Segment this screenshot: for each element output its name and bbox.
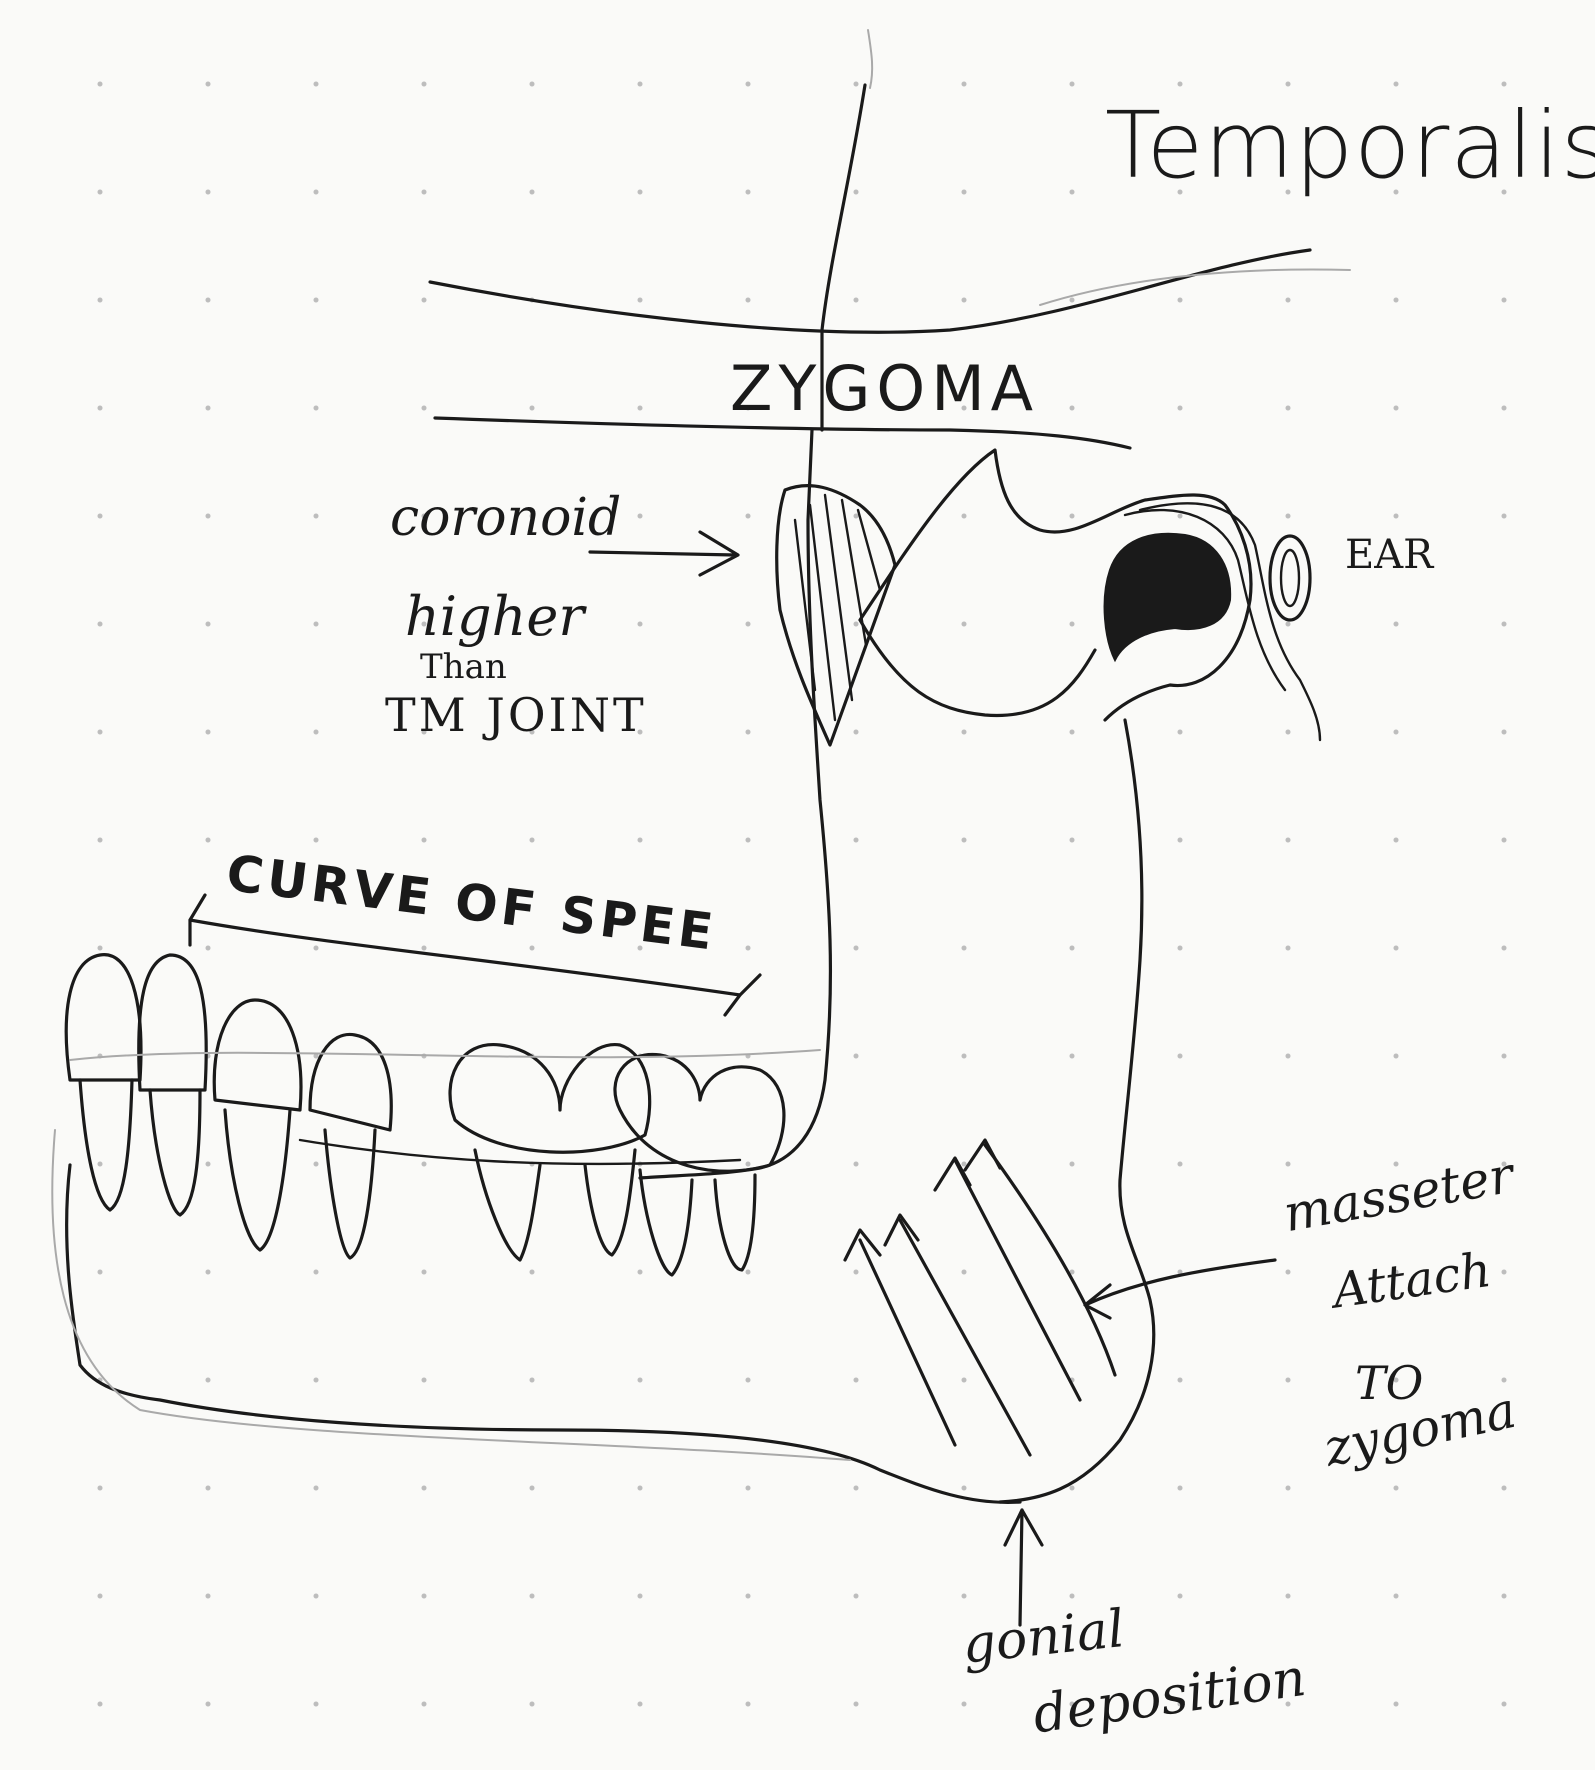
label-temporalis: Temporalis (1105, 100, 1595, 192)
teeth (66, 955, 784, 1275)
label-coronoid: coronoid (390, 492, 621, 544)
tooth-molar-1-roots (475, 1150, 635, 1260)
tooth-incisor-1 (66, 955, 141, 1080)
masseter-fibres (845, 1140, 1115, 1455)
tooth-molar-2 (615, 1054, 784, 1171)
masseter-pointer (1085, 1260, 1275, 1318)
tooth-incisor-2-root (150, 1090, 200, 1215)
tooth-incisor-2 (139, 955, 206, 1090)
occlusal-line-upper (70, 1050, 820, 1060)
tooth-molar-2-roots (640, 1170, 755, 1275)
label-higher: higher (405, 590, 584, 644)
tooth-canine (214, 1000, 301, 1110)
pencil-stroke-top (868, 30, 872, 88)
label-tm-joint: TM JOINT (385, 692, 647, 738)
label-ear: EAR (1345, 535, 1433, 575)
label-to: TO (1355, 1360, 1423, 1406)
mandible-body (67, 1165, 1020, 1502)
label-zygoma: ZYGOMA (730, 358, 1039, 420)
ramus-posterior-border (1000, 720, 1154, 1502)
zygomatic-arch-upper (430, 250, 1310, 332)
tooth-canine-root (225, 1110, 290, 1250)
tooth-molar-1 (450, 1045, 650, 1153)
label-than: Than (420, 650, 507, 684)
pencil-arch-ghost (1040, 269, 1350, 305)
pencil-body-ghost (52, 1130, 850, 1460)
tooth-incisor-1-root (80, 1080, 132, 1210)
ear-canal-inner (1281, 550, 1299, 606)
condyle-head (1105, 534, 1231, 660)
tooth-premolar-1 (310, 1034, 391, 1130)
ear-canal-outer (1270, 536, 1310, 620)
